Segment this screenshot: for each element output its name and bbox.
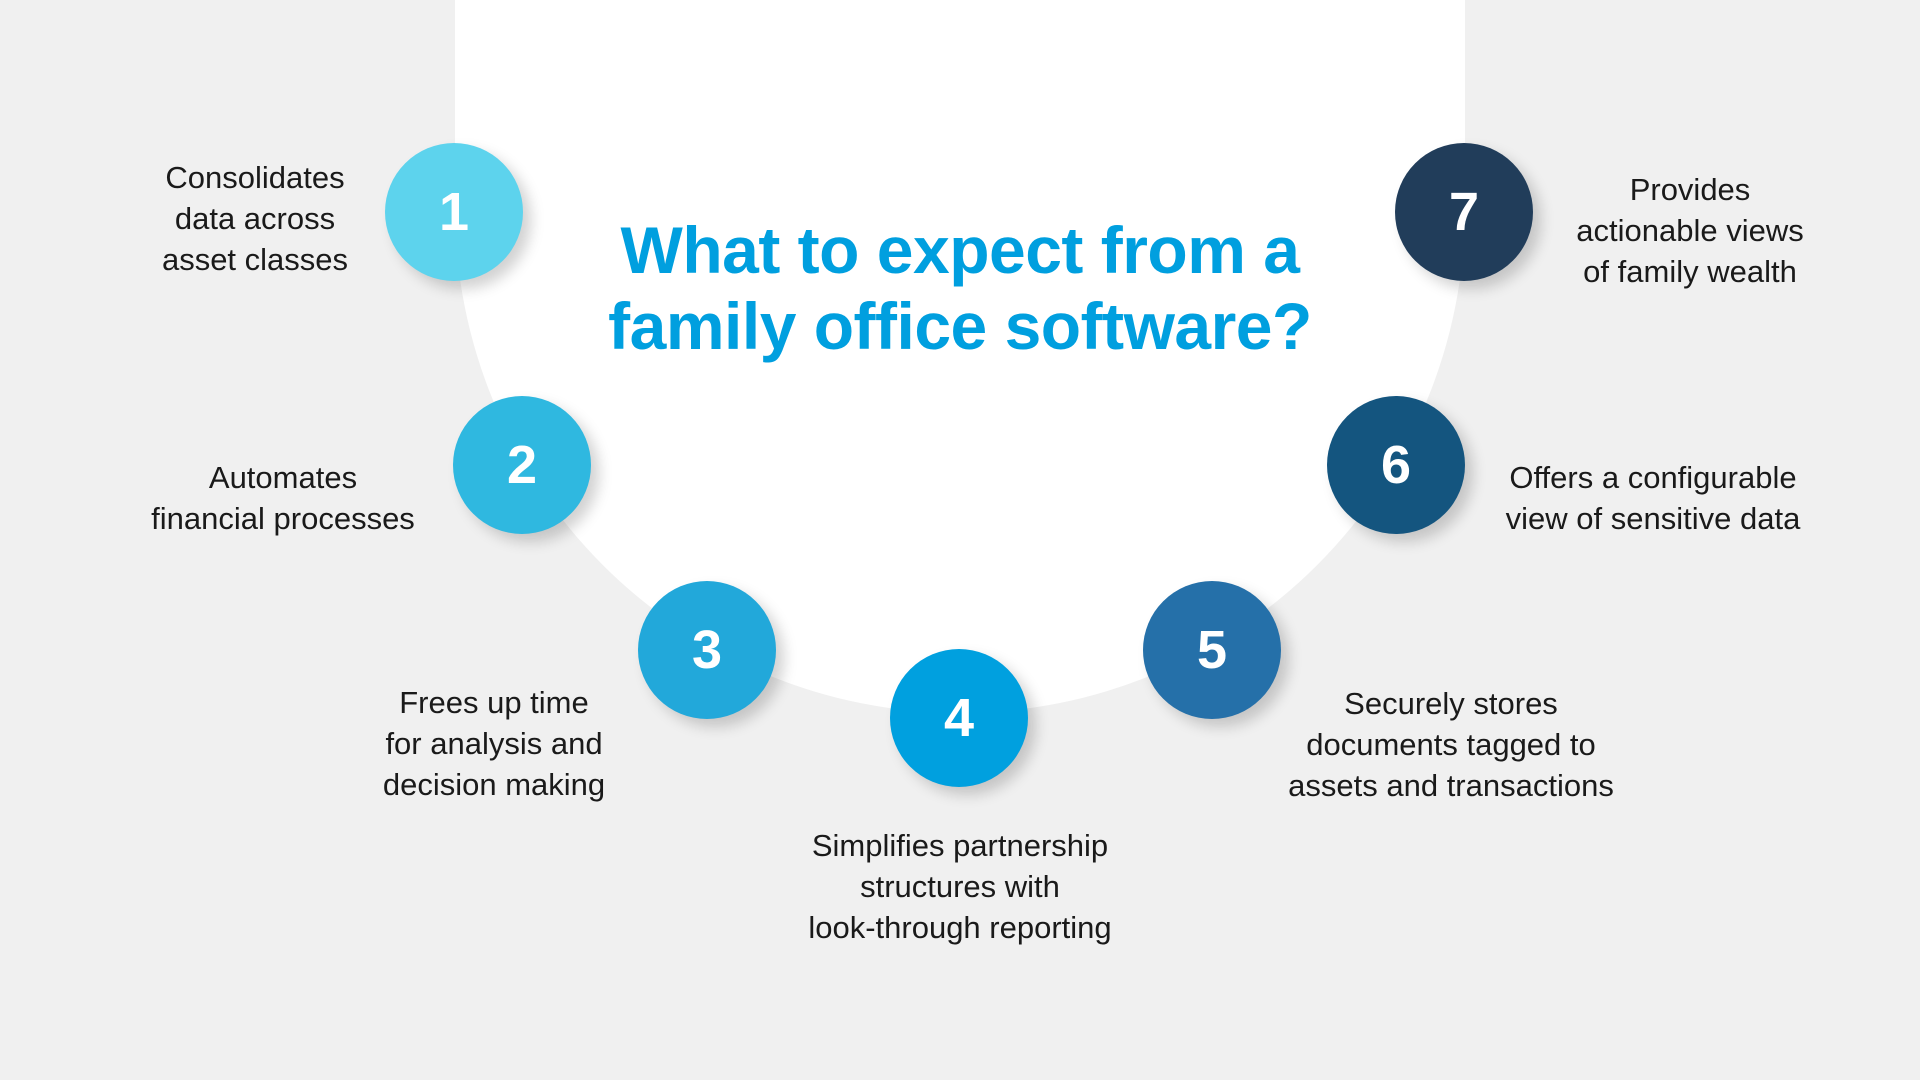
step-1-circle: 1 — [385, 143, 523, 281]
label-line: assets and transactions — [1288, 768, 1614, 803]
step-3-circle: 3 — [638, 581, 776, 719]
label-line: for analysis and — [385, 726, 603, 761]
step-5-circle: 5 — [1143, 581, 1281, 719]
step-6-label: Offers a configurable view of sensitive d… — [1443, 457, 1863, 539]
step-1-label: Consolidates data across asset classes — [45, 157, 465, 280]
label-line: Securely stores — [1344, 686, 1558, 721]
step-6-circle: 6 — [1327, 396, 1465, 534]
step-2-label: Automates financial processes — [73, 457, 493, 539]
label-line: Offers a configurable — [1509, 460, 1797, 495]
label-line: actionable views — [1576, 213, 1804, 248]
label-line: Automates — [208, 460, 358, 495]
label-line: view of sensitive data — [1505, 501, 1801, 536]
label-line: look-through reporting — [808, 910, 1112, 945]
label-line: data across — [174, 201, 336, 236]
label-line: Simplifies partnership — [811, 828, 1109, 863]
label-line: Frees up time — [399, 685, 589, 720]
step-5-label: Securely stores documents tagged to assets… — [1241, 683, 1661, 806]
label-line: Provides — [1629, 172, 1751, 207]
label-line: decision making — [382, 767, 606, 802]
title-line-1: What to expect from a — [620, 213, 1300, 287]
label-line: documents tagged to — [1306, 727, 1596, 762]
label-line: structures with — [860, 869, 1060, 904]
title-line-2: family office software? — [608, 289, 1312, 363]
step-3-label: Frees up time for analysis and decision ma… — [284, 682, 704, 805]
label-line: asset classes — [161, 242, 349, 277]
step-7-label: Provides actionable views of family wealth — [1480, 169, 1900, 292]
label-line: of family wealth — [1583, 254, 1797, 289]
step-4-circle: 4 — [890, 649, 1028, 787]
page-title: What to expect from a family office soft… — [460, 212, 1460, 364]
step-4-label: Simplifies partnership structures with loo… — [750, 825, 1170, 948]
label-line: Consolidates — [165, 160, 345, 195]
step-2-circle: 2 — [453, 396, 591, 534]
label-line: financial processes — [151, 501, 415, 536]
step-7-circle: 7 — [1395, 143, 1533, 281]
